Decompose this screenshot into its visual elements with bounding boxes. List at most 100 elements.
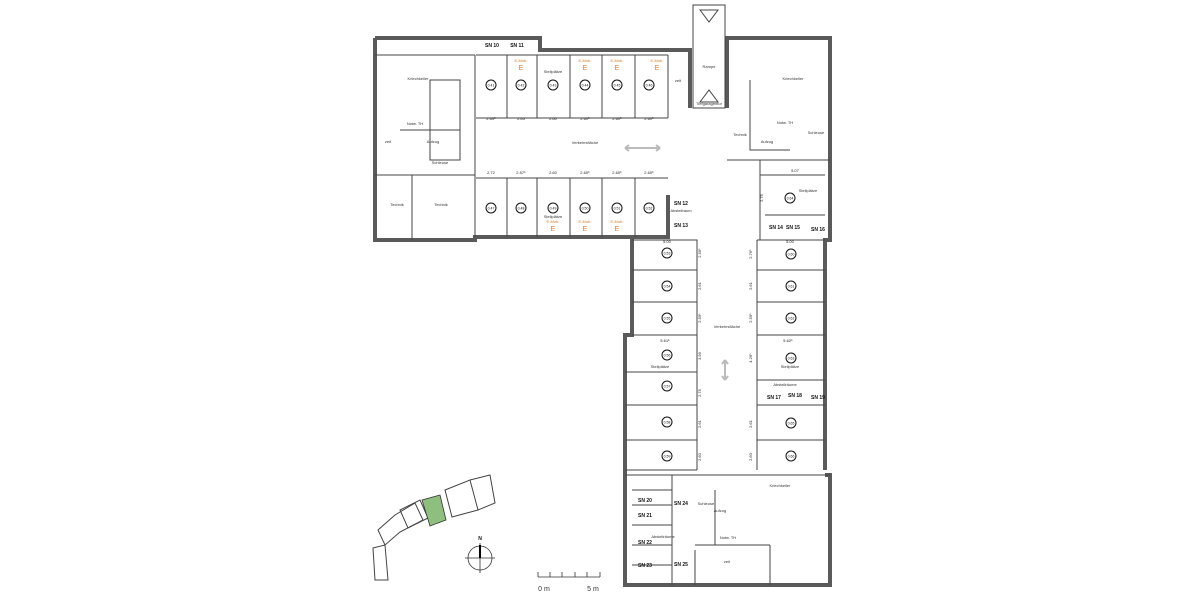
room-label-zeit-bottom: zeit [724,559,731,564]
dimension-left: 3.99 [697,351,702,360]
room-label-stellplaetze-top-row: Stellplätze [544,69,563,74]
dimension-right: 4.29⁵ [748,353,753,363]
storage-unit-13: SN 13 [674,223,688,229]
scale-bar: 0 m 5 m [537,572,601,593]
room-label-corridor-vertical: Verkehrsfläche [714,324,741,329]
dimension-width: 5.00 [663,239,672,244]
storage-unit-24: SN 24 [674,501,688,507]
parking-number-marker [785,280,797,292]
parking-number-marker [515,202,527,214]
room-label-technik-right: Technik [733,132,747,137]
dimension-top: 2.60 [549,116,558,121]
room-label-kriechkeller-left: Kriechkeller [408,76,430,81]
emob-charger-icon: E [583,65,588,72]
parking-number-marker [661,380,673,392]
parking-number-marker [661,416,673,428]
room-label-kriechkeller-right: Kriechkeller [783,76,805,81]
parking-number-marker [785,352,797,364]
room-label-corridor-horizontal: Verkehrsfläche [572,140,599,145]
ramp-outline [692,4,726,109]
parking-number: 0.57 [664,384,671,388]
parking-number-marker [661,312,673,324]
dimension-left: 2.61 [697,419,702,428]
parking-number: 0.48 [518,206,525,210]
dimension-top: 2.64⁵ [486,116,496,121]
dimension-width: 5.00 [786,239,795,244]
parking-number-marker [547,202,559,214]
parking-number-marker [643,79,655,91]
room-label-abstellraum: Abstellraum [670,208,692,213]
emob-label: E-Mob. [547,219,560,224]
parking-number-marker [485,202,497,214]
room-label-tiefgaragentor: Tiefgaragentor [696,101,723,106]
parking-number: 0.59 [664,454,671,458]
storage-unit-22: SN 22 [638,540,652,546]
emob-charger-icon: E [655,65,660,72]
storage-unit-21: SN 21 [638,513,652,519]
parking-number: 0.66 [788,454,795,458]
emob-label: E-Mob. [651,58,664,63]
parking-number: 0.61 [788,284,795,288]
parking-number-marker [611,202,623,214]
dimension-left: 2.75 [697,388,702,397]
emob-label: E-Mob. [515,58,528,63]
room-label-rampe: Rampe [703,64,717,69]
storage-unit-17: SN 17 [767,395,781,401]
parking-number: 0.64 [787,196,794,200]
dimension-width: 5.07 [791,168,800,173]
double-arrow-horizontal-icon [624,144,661,152]
site-highlight-building [421,494,447,527]
parking-number: 0.43 [550,83,557,87]
scale-end: 5 m [587,586,599,593]
room-label-technik-1: Technik [390,202,404,207]
parking-number: 0.49 [550,206,557,210]
dimension-bottom: 2.72 [487,170,496,175]
room-label-abstellraeume-bottom: Abstellräume [651,534,675,539]
parking-number: 0.65 [788,421,795,425]
parking-number-marker [661,450,673,462]
parking-number-marker [661,280,673,292]
room-label-schleuse-right: Schleuse [808,130,825,135]
storage-unit-23: SN 23 [638,563,652,569]
north-arrow-icon: N [465,536,495,573]
room-label-schleuse-bottom: Schleuse [698,501,715,506]
room-label-abstellraeume: Abstellräume [773,382,797,387]
parking-number: 0.52 [646,206,653,210]
parking-number: 0.46 [646,83,653,87]
parking-number-marker [661,247,673,259]
room-label-kriechkeller-bottom: Kriechkeller [770,483,792,488]
room-label-stellplaetze-left: Stellplätze [651,364,670,369]
dimension-left: 2.60 [697,452,702,461]
dimension-top: 2.60⁵ [612,116,622,121]
dimension-left: 2.59⁵ [697,248,702,258]
emob-label: E-Mob. [579,219,592,224]
double-arrow-vertical-icon [721,359,729,381]
parking-number: 0.47 [488,206,495,210]
emob-charger-icon: E [551,226,556,233]
emob-charger-icon: E [615,65,620,72]
dimension-right: 2.60 [748,452,753,461]
dimension-top: 2.65 [517,116,526,121]
emob-charger-icon: E [583,226,588,233]
parking-number-marker [515,79,527,91]
dimension-left: 2.61 [697,281,702,290]
parking-number-marker [661,349,673,361]
dimension-bottom: 2.60⁵ [580,170,590,175]
dimension-top: 2.60⁵ [580,116,590,121]
arrows [624,144,729,381]
storage-unit-15: SN 15 [786,225,800,231]
parking-number-marker [579,79,591,91]
dimension-width: 5.62⁵ [783,338,793,343]
dimension-right: 2.59⁵ [748,313,753,323]
north-label: N [478,536,482,542]
dimension-bottom: 2.57⁵ [516,170,526,175]
parking-number: 0.62 [788,316,795,320]
storage-unit-10: SN 10 [485,43,499,49]
room-label-aufzug-left: Aufzug [427,139,439,144]
dimension-bottom: 2.60 [549,170,558,175]
dimension-left: 2.59⁵ [697,313,702,323]
room-label-aufzug-bottom: Aufzug [714,508,726,513]
storage-unit-20: SN 20 [638,498,652,504]
parking-number: 0.42 [518,83,525,87]
